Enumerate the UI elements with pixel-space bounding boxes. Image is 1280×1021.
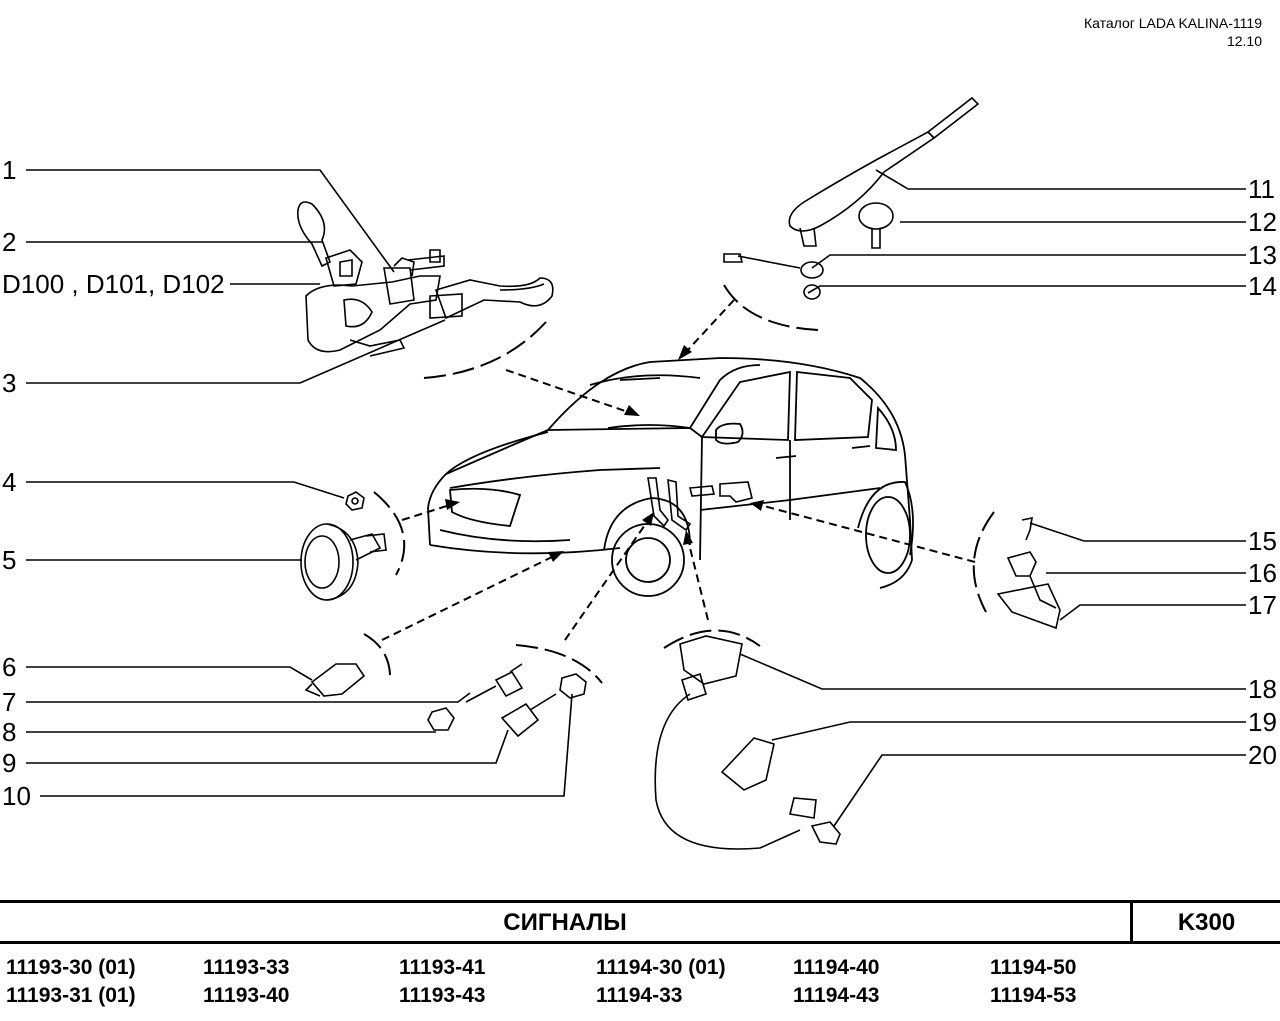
leader-19 — [771, 721, 1246, 741]
section-code: K300 — [1133, 900, 1280, 944]
door-switch-on-car — [647, 477, 753, 532]
callout-20: 20 — [1248, 740, 1277, 770]
leader-6 — [26, 666, 313, 681]
callout-18: 18 — [1248, 674, 1277, 704]
leader-17 — [1059, 604, 1246, 621]
model-code: 11194-33 — [596, 984, 683, 1007]
horn-group — [300, 491, 387, 601]
car-drawing — [427, 357, 914, 597]
callout-d100-d101-d102: D100 , D101, D102 — [2, 269, 225, 299]
antenna-group — [723, 96, 980, 300]
catalog-date: 12.10 — [1226, 33, 1262, 49]
leader-10 — [40, 693, 573, 797]
model-column: 11193-30 (01) 11193-31 (01) — [6, 954, 196, 1010]
model-column: 11193-33 11193-40 — [203, 954, 393, 1010]
callout-7: 7 — [2, 687, 17, 717]
model-column: 11194-40 11194-43 — [793, 954, 983, 1010]
model-column: 11193-41 11193-43 — [399, 954, 589, 1010]
callout-6: 6 — [2, 652, 17, 682]
callout-3: 3 — [2, 368, 17, 398]
steering-column-switch — [296, 201, 554, 357]
callout-1: 1 — [2, 155, 17, 185]
callout-2: 2 — [2, 227, 17, 257]
model-code: 11194-30 (01) — [596, 956, 726, 979]
catalog-header: Каталог LADA KALINA-1119 12.10 — [1084, 14, 1262, 50]
callout-15: 15 — [1248, 526, 1277, 556]
model-code: 11193-30 (01) — [6, 956, 136, 979]
callout-11: 11 — [1248, 174, 1275, 204]
callout-17: 17 — [1248, 590, 1277, 620]
callout-9: 9 — [2, 748, 17, 778]
leader-9 — [26, 729, 509, 764]
leader-14 — [807, 285, 1246, 294]
leader-3 — [26, 319, 446, 384]
leader-13 — [811, 254, 1246, 269]
model-code: 11193-43 — [399, 984, 486, 1007]
model-code: 11193-31 (01) — [6, 984, 136, 1007]
leader-20 — [833, 754, 1246, 827]
leader-11 — [875, 169, 1246, 190]
callout-16: 16 — [1248, 558, 1277, 588]
callout-4: 4 — [2, 467, 17, 497]
model-column: 11194-50 11194-53 — [990, 954, 1180, 1010]
model-list: 11193-30 (01) 11193-31 (01) 11193-33 111… — [0, 954, 1280, 1014]
leader-1 — [26, 169, 395, 273]
leader-15 — [1029, 522, 1246, 542]
leader-7 — [26, 692, 471, 703]
callout-5: 5 — [2, 545, 17, 575]
model-code: 11194-50 — [990, 956, 1077, 979]
parts-diagram — [26, 96, 1246, 850]
group-brackets — [363, 284, 995, 684]
section-title: СИГНАЛЫ — [0, 900, 1133, 944]
pointer-arrows — [381, 299, 976, 641]
catalog-footer: СИГНАЛЫ K300 11193-30 (01) 11193-31 (01)… — [0, 900, 1280, 1021]
callout-8: 8 — [2, 717, 17, 747]
catalog-title: Каталог LADA KALINA-1119 — [1083, 15, 1262, 31]
model-code: 11193-40 — [203, 984, 290, 1007]
door-switch-parts — [654, 516, 1061, 850]
model-column: 11194-30 (01) 11194-33 — [596, 954, 786, 1010]
callout-19: 19 — [1248, 707, 1277, 737]
model-code: 11193-41 — [399, 956, 486, 979]
model-code: 11194-53 — [990, 984, 1077, 1007]
model-code: 11194-40 — [793, 956, 880, 979]
callout-13: 13 — [1248, 240, 1277, 270]
leader-18 — [739, 653, 1246, 690]
sensor-parts — [304, 663, 587, 738]
leader-4 — [26, 481, 345, 499]
model-code: 11194-43 — [793, 984, 880, 1007]
callout-14: 14 — [1248, 271, 1277, 301]
callout-10: 10 — [2, 781, 31, 811]
callout-12: 12 — [1248, 207, 1277, 237]
model-code: 11193-33 — [203, 956, 290, 979]
